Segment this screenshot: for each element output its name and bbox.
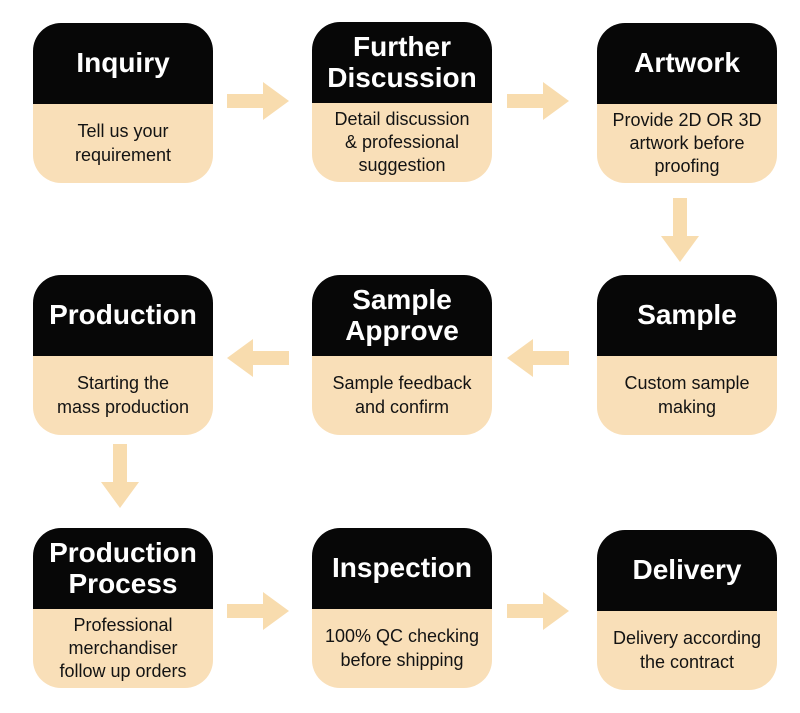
step-title: Inquiry (76, 47, 170, 79)
step-title: Sample Approve (345, 284, 459, 346)
step-title: Sample (637, 299, 737, 331)
step-description: Delivery according the contract (612, 628, 762, 672)
step-description-panel: 100% QC checking before shipping (312, 609, 492, 688)
arrow-down-icon (661, 198, 699, 262)
step-card-delivery: Delivery Delivery according the contract (597, 530, 777, 690)
step-card-further-discussion: Further Discussion Detail discussion & p… (312, 22, 492, 182)
step-title-panel: Sample (597, 275, 777, 356)
step-card-inspection: Inspection 100% QC checking before shipp… (312, 528, 492, 688)
step-description: Custom sample making (624, 373, 750, 417)
step-title-panel: Inspection (312, 528, 492, 609)
step-description: Sample feedback and confirm (332, 373, 472, 417)
step-card-production: Production Starting the mass production (33, 275, 213, 435)
step-description: Detail discussion & professional suggest… (334, 108, 470, 176)
step-card-inquiry: Inquiry Tell us your requirement (33, 23, 213, 183)
arrow-right-icon (507, 592, 569, 630)
step-description-panel: Custom sample making (597, 356, 777, 435)
step-title-panel: Delivery (597, 530, 777, 611)
arrow-right-icon (227, 82, 289, 120)
step-title: Further Discussion (327, 31, 477, 93)
step-title-panel: Artwork (597, 23, 777, 104)
step-title-panel: Production (33, 275, 213, 356)
step-card-sample: Sample Custom sample making (597, 275, 777, 435)
step-card-artwork: Artwork Provide 2D OR 3D artwork before … (597, 23, 777, 183)
step-description: 100% QC checking before shipping (324, 626, 480, 670)
step-title-panel: Further Discussion (312, 22, 492, 103)
step-title-panel: Inquiry (33, 23, 213, 104)
step-description-panel: Professional merchandiser follow up orde… (33, 609, 213, 688)
step-description-panel: Provide 2D OR 3D artwork before proofing (597, 104, 777, 183)
arrow-right-icon (507, 82, 569, 120)
step-description: Professional merchandiser follow up orde… (59, 614, 187, 682)
step-title: Inspection (331, 552, 472, 584)
step-description: Tell us your requirement (74, 121, 172, 165)
step-description-panel: Tell us your requirement (33, 104, 213, 183)
step-description: Provide 2D OR 3D artwork before proofing (612, 109, 762, 177)
step-description-panel: Detail discussion & professional suggest… (312, 103, 492, 182)
step-title: Production (49, 299, 197, 331)
arrow-down-icon (101, 444, 139, 508)
step-title: Production Process (49, 537, 197, 599)
arrow-right-icon (227, 592, 289, 630)
step-description: Starting the mass production (56, 373, 190, 417)
arrow-left-icon (227, 339, 289, 377)
step-card-sample-approve: Sample Approve Sample feedback and confi… (312, 275, 492, 435)
step-title: Delivery (632, 554, 742, 586)
step-title-panel: Sample Approve (312, 275, 492, 356)
step-card-production-process: Production Process Professional merchand… (33, 528, 213, 688)
step-description-panel: Starting the mass production (33, 356, 213, 435)
step-title-panel: Production Process (33, 528, 213, 609)
step-description-panel: Sample feedback and confirm (312, 356, 492, 435)
arrow-left-icon (507, 339, 569, 377)
step-description-panel: Delivery according the contract (597, 611, 777, 690)
step-title: Artwork (634, 47, 740, 79)
